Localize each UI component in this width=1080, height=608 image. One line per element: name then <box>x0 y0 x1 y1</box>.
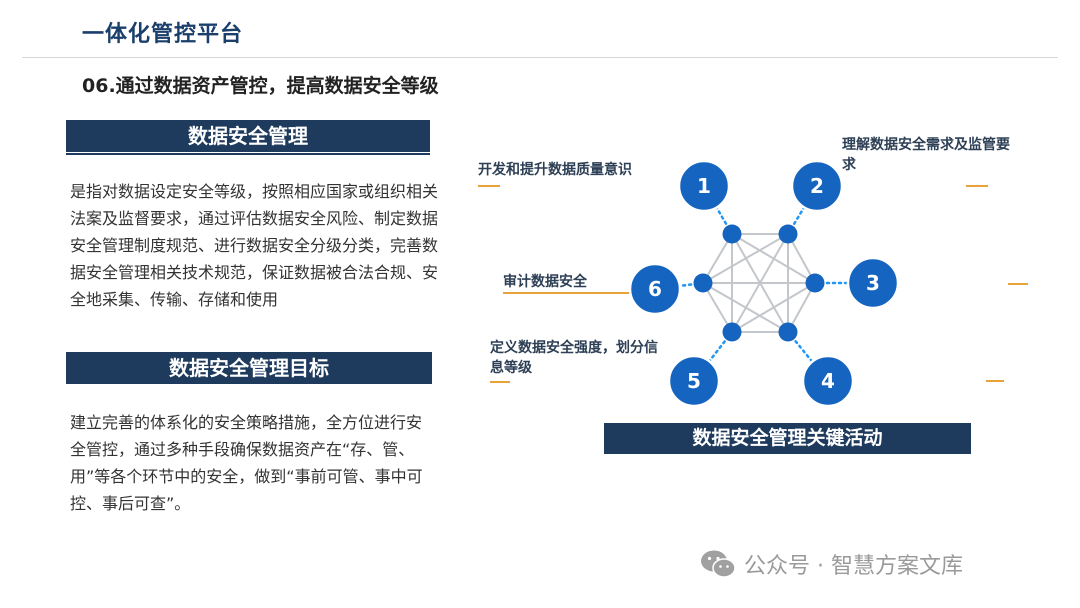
activity-node-4 <box>801 354 855 408</box>
watermark: 公众号 · 智慧方案文库 <box>700 548 963 580</box>
goals-description: 建立完善的体系化的安全策略措施，全方位进行安全管控，通过多种手段确保数据资产在“… <box>70 413 423 513</box>
wechat-icon <box>701 550 736 578</box>
diagram-caption: 数据安全管理关键活动 <box>604 423 971 454</box>
activity-line-3 <box>1008 283 1028 285</box>
hub-node <box>722 322 742 342</box>
section-heading-underline <box>66 153 430 155</box>
hub-node <box>778 224 798 244</box>
network-activity-nodes: 1 2 3 4 5 6 <box>628 159 900 408</box>
activity-label-2: 理解数据安全需求及监管要求 <box>842 137 1010 173</box>
activity-number-1: 1 <box>697 174 711 198</box>
activity-number-2: 2 <box>810 174 824 198</box>
activity-number-3: 3 <box>866 271 880 295</box>
dotted-link <box>786 330 830 383</box>
activity-label-1: 开发和提升数据质量意识 <box>478 162 632 178</box>
activity-line-2 <box>966 185 988 187</box>
section-heading-management: 数据安全管理 <box>66 120 430 152</box>
hub-node <box>778 322 798 342</box>
hub-connection <box>702 282 789 333</box>
activity-label-6: 审计数据安全 <box>503 274 587 290</box>
activity-number-5: 5 <box>687 369 701 393</box>
hub-connection <box>702 233 789 284</box>
activity-line-5 <box>490 381 510 383</box>
activity-node-5 <box>667 354 721 408</box>
activity-node-3 <box>846 256 900 310</box>
watermark-text: 公众号 · 智慧方案文库 <box>744 554 963 579</box>
page-subtitle: 06.通过数据资产管控，提高数据安全等级 <box>82 75 439 97</box>
activity-line-6 <box>503 292 643 294</box>
management-description: 是指对数据设定安全等级，按照相应国家或组织相关法案及监督要求，通过评估数据安全风… <box>70 182 439 309</box>
hub-node <box>805 273 825 293</box>
activity-number-4: 4 <box>821 369 835 393</box>
activity-node-1 <box>677 159 731 213</box>
network-hub-nodes <box>693 224 825 342</box>
hub-node <box>693 273 713 293</box>
dotted-link <box>692 330 734 383</box>
activity-number-6: 6 <box>648 277 662 301</box>
title-divider <box>22 57 1058 58</box>
activity-node-6 <box>628 262 682 316</box>
activity-line-4 <box>986 380 1004 382</box>
hub-connection <box>731 282 816 333</box>
network-connections <box>702 233 816 333</box>
section-heading-goals: 数据安全管理目标 <box>66 352 432 384</box>
activity-node-2 <box>790 159 844 213</box>
main-title: 一体化管控平台 <box>82 22 244 47</box>
hub-node <box>722 224 742 244</box>
activity-label-5: 定义数据安全强度，划分信息等级 <box>490 340 658 376</box>
activity-line-1 <box>478 185 500 187</box>
